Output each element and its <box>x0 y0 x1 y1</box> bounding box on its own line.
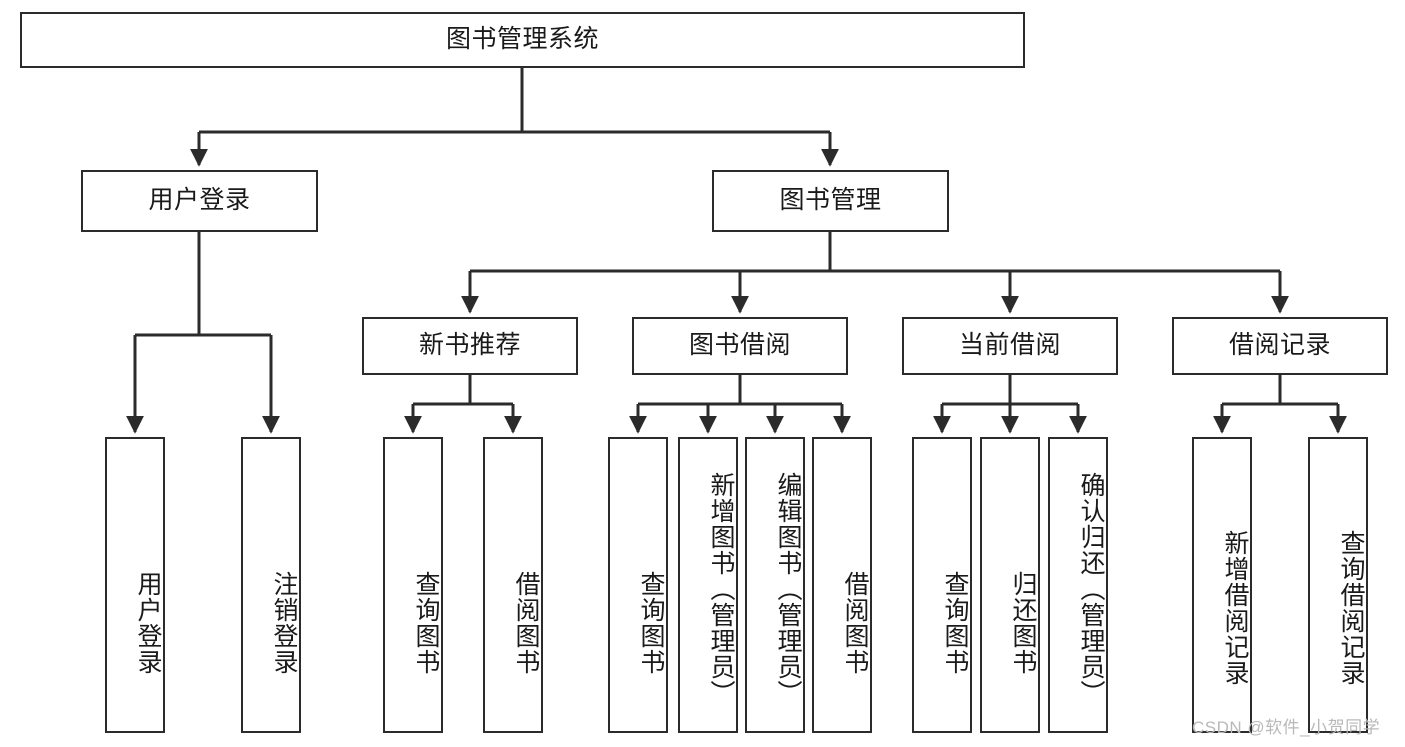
csdn-watermark: CSDN @软件_小贺同学 <box>1192 718 1381 737</box>
node-root-book-management-system[interactable]: 图书管理系统 <box>20 12 1025 68</box>
leaf-user-login[interactable]: 用户登录 <box>105 437 165 733</box>
node-book-management[interactable]: 图书管理 <box>712 170 949 232</box>
leaf-edit-book-admin[interactable]: 编辑图书（管理员） <box>745 437 805 733</box>
node-user-login[interactable]: 用户登录 <box>81 170 318 232</box>
leaf-add-book-admin[interactable]: 新增图书（管理员） <box>678 437 738 733</box>
node-borrow-record[interactable]: 借阅记录 <box>1172 317 1388 375</box>
leaf-query-borrow-record[interactable]: 查询借阅记录 <box>1308 437 1368 733</box>
leaf-query-book-recommend[interactable]: 查询图书 <box>383 437 443 733</box>
leaf-borrow-book-recommend[interactable]: 借阅图书 <box>483 437 543 733</box>
leaf-query-book-borrow[interactable]: 查询图书 <box>608 437 668 733</box>
node-current-borrow[interactable]: 当前借阅 <box>902 317 1118 375</box>
leaf-borrow-book-borrow[interactable]: 借阅图书 <box>812 437 872 733</box>
leaf-return-book[interactable]: 归还图书 <box>980 437 1040 733</box>
leaf-query-book-current[interactable]: 查询图书 <box>912 437 972 733</box>
leaf-add-borrow-record[interactable]: 新增借阅记录 <box>1192 437 1252 733</box>
leaf-logout[interactable]: 注销登录 <box>241 437 301 733</box>
node-book-borrow[interactable]: 图书借阅 <box>632 317 848 375</box>
leaf-confirm-return-admin[interactable]: 确认归还（管理员） <box>1048 437 1108 733</box>
node-new-book-recommend[interactable]: 新书推荐 <box>362 317 578 375</box>
